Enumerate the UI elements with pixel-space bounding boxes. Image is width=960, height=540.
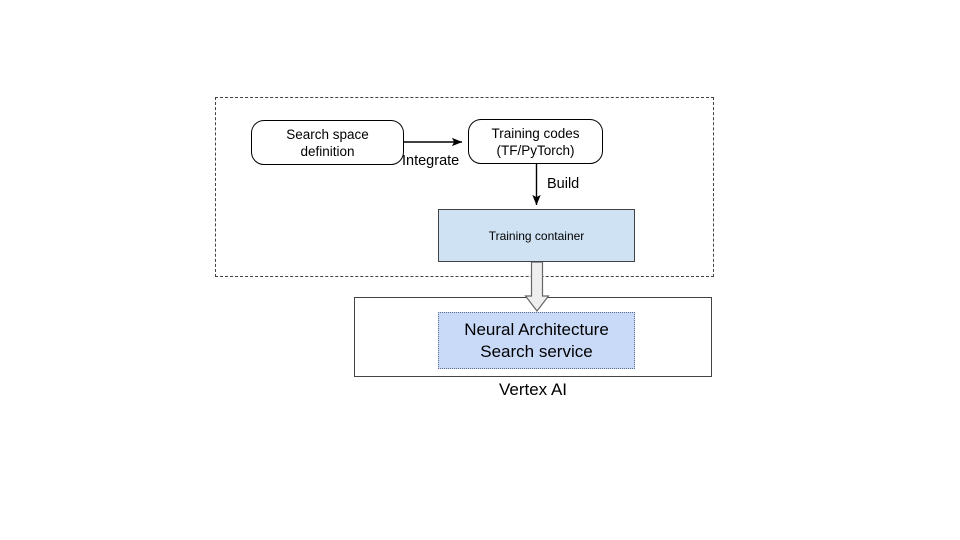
node-training-container-label: Training container	[488, 228, 585, 243]
edge-label-build: Build	[547, 176, 580, 192]
group-caption-vertex-ai: Vertex AI	[498, 380, 568, 399]
node-training-codes[interactable]: Training codes (TF/PyTorch)	[468, 119, 603, 164]
node-training-container[interactable]: Training container	[438, 209, 635, 262]
node-training-codes-label: Training codes (TF/PyTorch)	[491, 125, 580, 158]
node-search-space-definition[interactable]: Search space definition	[251, 120, 404, 165]
node-search-space-label: Search space definition	[286, 126, 369, 159]
dashed-group-container	[215, 97, 714, 277]
edge-label-integrate: Integrate	[402, 153, 460, 169]
node-nas-service-label: Neural Architecture Search service	[464, 319, 609, 361]
node-neural-architecture-search-service[interactable]: Neural Architecture Search service	[438, 312, 635, 369]
